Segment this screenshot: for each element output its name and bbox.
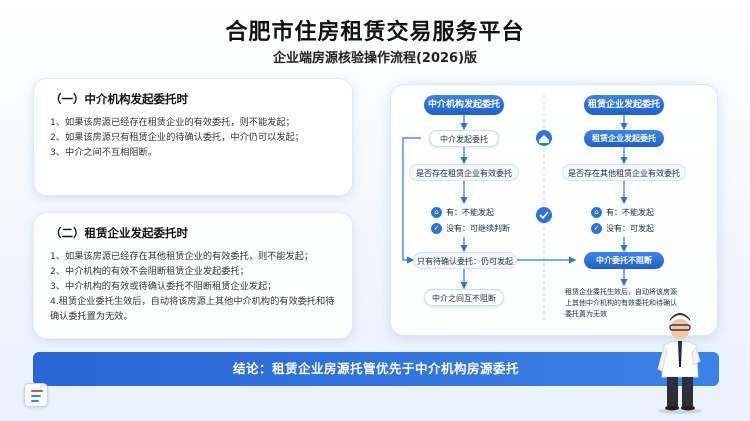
- enterprise-rule-3: 3、中介机构的有效或待确认委托不阻断租赁企业发起；: [50, 281, 277, 292]
- agency-rules-card: （一）中介机构发起委托时 1、如果该房源已经存在租赁企业的有效委托，则不能发起；…: [33, 78, 353, 196]
- agency-pending-node: 只有待确认委托：仍可发起: [413, 252, 517, 269]
- check-icon: ✓: [431, 222, 442, 234]
- flow-diagram: 中介机构发起委托 中介发起委托 是否存在租赁企业有效委托 ⌂ 有：不能发起 ✓ …: [390, 84, 718, 336]
- agency-end-node: 中介之间互不阻断: [424, 289, 504, 306]
- agency-rule-3: 3、中介之间不互相阻断。: [50, 147, 157, 158]
- enterprise-rule-1: 1、如果该房源已经存在其他租赁企业的有效委托，则不能发起；: [50, 251, 314, 262]
- agency-rule-2: 2、如果该房源只有租赁企业的待确认委托，中介仍可以发起；: [50, 132, 304, 143]
- agency-start-node: 中介发起委托: [429, 130, 499, 147]
- enterprise-start-node: 租赁企业发起委托: [584, 130, 664, 147]
- agency-rules-heading: （一）中介机构发起委托时: [50, 92, 188, 106]
- agency-yes-option: ⌂ 有：不能发起: [431, 205, 494, 219]
- enterprise-note: 租赁企业委托生效后，自动将该房源上其他中介机构的有效委托和待确认委托置为无效: [565, 288, 677, 318]
- agency-flow-header: 中介机构发起委托: [424, 95, 504, 115]
- house-icon: ⌂: [591, 206, 602, 218]
- agency-no-option: ✓ 没有：可继续判断: [431, 221, 510, 235]
- agency-rule-1: 1、如果该房源已经存在租赁企业的有效委托，则不能发起；: [50, 117, 295, 128]
- page-subtitle: 企业端房源核验操作流程(2026)版: [272, 51, 478, 66]
- page-title: 合肥市住房租赁交易服务平台: [225, 20, 525, 45]
- enterprise-flow-header: 租赁企业发起委托: [584, 95, 664, 115]
- flow-connectors: [402, 95, 628, 320]
- enterprise-rules-heading: （二）租赁企业发起委托时: [50, 226, 188, 240]
- enterprise-no-option: ✓ 没有：可发起: [591, 221, 654, 235]
- enterprise-rule-4: 4.租赁企业委托生效后，自动将该房源上其他中介机构的有效委托和待确认委托置为无效…: [50, 296, 335, 322]
- check-icon: ✓: [591, 222, 602, 234]
- enterprise-check-node: 是否存在其他租赁企业有效委托: [562, 164, 686, 181]
- conclusion-banner: 结论：租赁企业房源托管优先于中介机构房源委托: [33, 352, 719, 386]
- agency-check-node: 是否存在租赁企业有效委托: [409, 164, 519, 181]
- enterprise-rules-card: （二）租赁企业发起委托时 1、如果该房源已经存在其他租赁企业的有效委托，则不能发…: [33, 212, 353, 339]
- house-icon: ⌂: [431, 206, 442, 218]
- presenter-figure-icon: [657, 313, 702, 414]
- enterprise-rule-2: 2、中介机构的有效不会阻断租赁企业发起委托；: [50, 266, 249, 277]
- enterprise-yes-option: ⌂ 有：不能发起: [591, 205, 654, 219]
- enterprise-result-node: 中介委托不阻断: [584, 252, 664, 269]
- document-icon: [24, 383, 48, 407]
